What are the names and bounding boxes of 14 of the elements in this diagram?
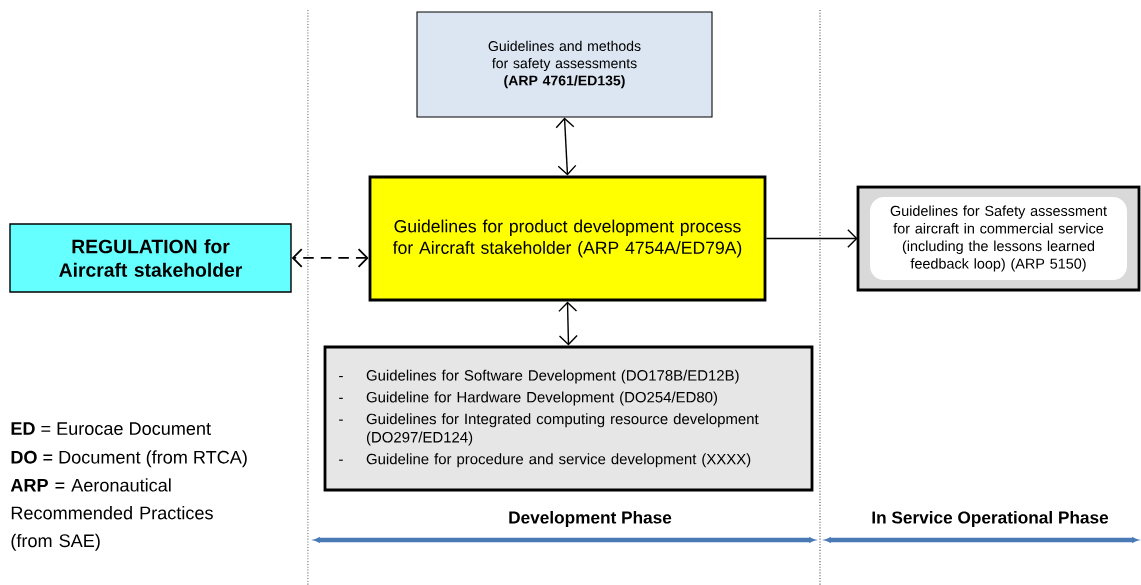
- glossary-entry: ARP = Aeronautical Recommended Practices (from SAE): [10, 478, 213, 551]
- phase-label: Development Phase: [509, 510, 672, 528]
- glossary-entry: ED = Eurocae Document: [11, 422, 211, 435]
- glossary-entry: DO = Document (from RTCA): [11, 450, 247, 468]
- regulation-box: REGULATION for Aircraft stakeholder: [9, 223, 292, 293]
- arrow: [765, 229, 858, 248]
- list-box: - Guidelines for Software Development (DO178B/ED12B) - Guideline for Hardware Development (DO254/ED80) - Guidelines for Integrated computing resource development (DO297/ED124) - Guideline for procedure and service development (XXXX): [323, 345, 814, 492]
- phase-label: In Service Operational Phase: [872, 510, 1109, 528]
- process-box: Guidelines for Safety assessment for aircraft in commercial service (including the lessons learned feedback loop) (ARP 5150): [856, 185, 1141, 292]
- arrow: [558, 301, 578, 346]
- process-box: Guidelines for product development process for Aircraft stakeholder (ARP 4754A/ED79A): [368, 175, 767, 302]
- arrow: [555, 117, 577, 176]
- process-box: Guidelines and methods for safety assessments (ARP 4761/ED135): [416, 11, 713, 118]
- arrow: [291, 248, 369, 268]
